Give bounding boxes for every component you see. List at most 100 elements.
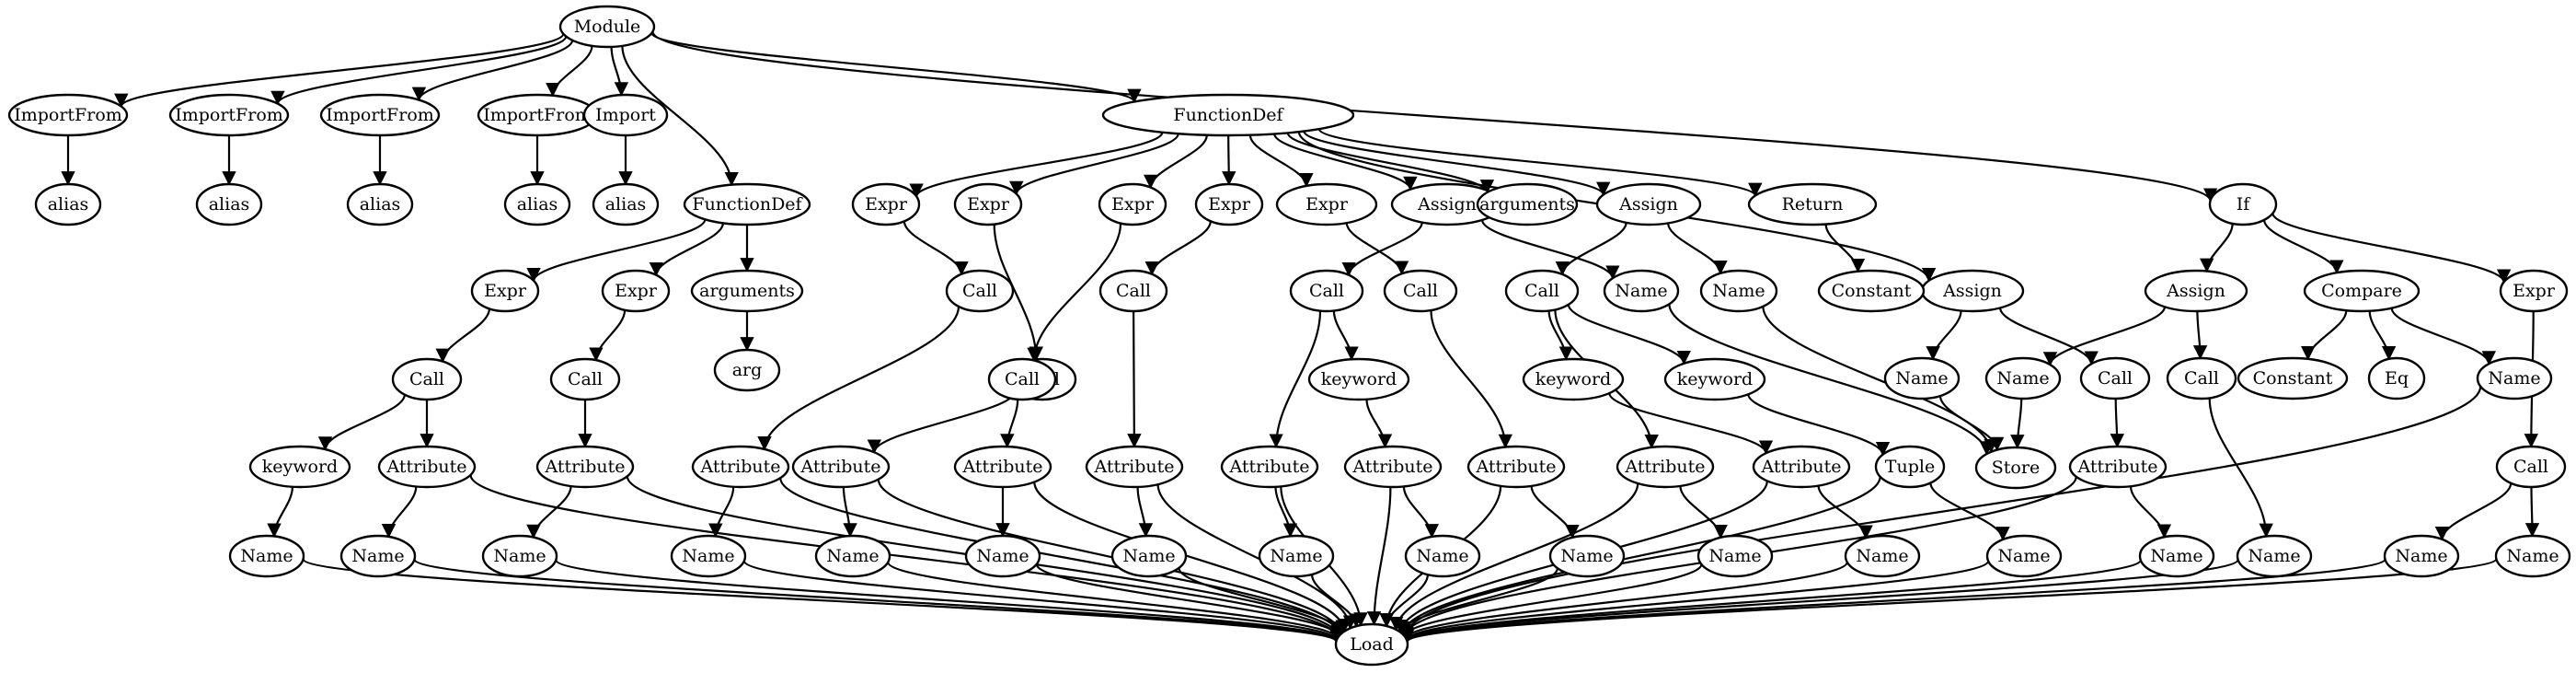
edge-arrow [1341, 222, 1423, 277]
node-ellipse [691, 445, 790, 489]
edge-arrow [1999, 307, 2099, 366]
edge-n35-n50 [757, 306, 960, 451]
edge-n32-n41 [1555, 222, 1627, 276]
edge-arrow [1310, 574, 1363, 628]
node-expr: Expr [1098, 182, 1167, 226]
edge-arrow [1035, 563, 1346, 638]
edge-arrow [317, 394, 406, 451]
node-ellipse [987, 357, 1057, 401]
edge-n41-n48 [1547, 310, 1573, 361]
node-attribute: Attribute [1343, 445, 1443, 489]
node-label: arg [732, 360, 763, 380]
node-label: Attribute [699, 457, 780, 477]
node-ellipse [1275, 182, 1378, 226]
node-ellipse [1548, 534, 1626, 578]
node-ellipse [690, 269, 804, 313]
edge-arrow [2434, 482, 2513, 541]
edge-n26-n36 [993, 224, 1043, 361]
edge-n22-n86 [413, 558, 1343, 644]
node-importfrom: ImportFrom [168, 93, 290, 137]
edge-n73-n75 [2263, 219, 2344, 274]
node-ellipse [1289, 269, 1364, 313]
node-ellipse [1110, 534, 1188, 578]
edge-arrow [1817, 485, 1873, 540]
node-assign: Assign [1390, 182, 1504, 226]
node-ellipse [195, 182, 263, 226]
node-call: Call [1383, 269, 1458, 313]
node-ellipse [851, 182, 921, 226]
edge-n12-n16 [435, 308, 490, 364]
node-label: Name [682, 546, 734, 566]
node-call: Call [1289, 269, 1364, 313]
edge-arrow [413, 558, 1343, 644]
node-ellipse [2079, 356, 2151, 400]
node-label: Return [1782, 194, 1844, 215]
node-eq: Eq [2367, 356, 2426, 400]
node-ellipse [1404, 534, 1481, 578]
edge-arrow [1317, 128, 1763, 198]
edge-arrow [526, 218, 707, 283]
node-alias: alias [195, 182, 263, 226]
edge-arrow [1481, 219, 1620, 280]
edge-n0-n3 [270, 36, 568, 106]
node-label: Eq [2385, 368, 2409, 389]
node-label: Name [1615, 281, 1667, 301]
edge-n60-n71 [2129, 486, 2172, 539]
node-ellipse [391, 357, 463, 401]
edge-arrow [1555, 222, 1627, 276]
node-name: Name [1110, 534, 1188, 578]
edge-arrow [1399, 560, 1990, 642]
edge-n45-n72 [1938, 395, 2005, 452]
node-label: Name [1712, 281, 1765, 301]
node-ellipse [1522, 357, 1625, 401]
node-name: Name [2476, 356, 2553, 400]
node-label: Call [1116, 281, 1151, 301]
node-name: Name [1985, 534, 2063, 578]
edge-n57-n86 [1388, 482, 1639, 632]
edge-n74-n77 [2042, 306, 2166, 366]
node-ellipse [670, 534, 747, 578]
edge-arrow [1178, 567, 1350, 634]
edge-n57-n68 [1679, 485, 1728, 540]
node-name: Name [1603, 269, 1680, 313]
edge-n29-n39 [1345, 222, 1409, 275]
edge-n24-n28 [1222, 134, 1236, 186]
edge-n25-n35 [903, 221, 969, 276]
node-ellipse [481, 534, 558, 578]
node-ellipse [1383, 269, 1458, 313]
edge-n0-n73 [651, 31, 2217, 203]
node-label: Assign [1942, 281, 2002, 301]
edge-arrow [708, 486, 735, 538]
node-label: Attribute [1475, 457, 1556, 477]
node-functiondef: FunctionDef [1101, 93, 1355, 137]
edge-n0-n1 [114, 33, 565, 109]
edge-arrow [381, 486, 418, 539]
node-ellipse [1595, 182, 1702, 226]
node-ellipse [683, 182, 811, 226]
node-expr: Expr [2499, 269, 2569, 313]
node-label: arguments [699, 281, 795, 301]
edge-arrow [2524, 486, 2540, 538]
node-ellipse [2144, 269, 2248, 313]
node-load: Load [1334, 622, 1409, 667]
node-label: Expr [484, 281, 527, 301]
node-name: Name [1258, 534, 1335, 578]
node-ellipse [1334, 622, 1409, 667]
node-label: Attribute [1228, 457, 1309, 477]
node-name: Name [1699, 269, 1778, 313]
edge-n36-n51 [867, 390, 1017, 454]
edge-arrow [1668, 304, 1995, 456]
edge-arrow [1000, 399, 1019, 448]
node-ellipse [713, 348, 781, 392]
edge-arrow [993, 224, 1043, 361]
edge-arrow [1033, 482, 1351, 633]
node-functiondef: FunctionDef [683, 182, 811, 226]
edge-arrow [621, 45, 739, 187]
edge-arrow [1136, 486, 1154, 538]
edge-arrow [1396, 476, 1881, 636]
edge-n75-n79 [2301, 310, 2348, 361]
edge-arrow [1929, 482, 2010, 541]
node-ellipse [814, 534, 891, 578]
node-label: Call [409, 369, 444, 389]
node-store: Store [1974, 446, 2057, 490]
